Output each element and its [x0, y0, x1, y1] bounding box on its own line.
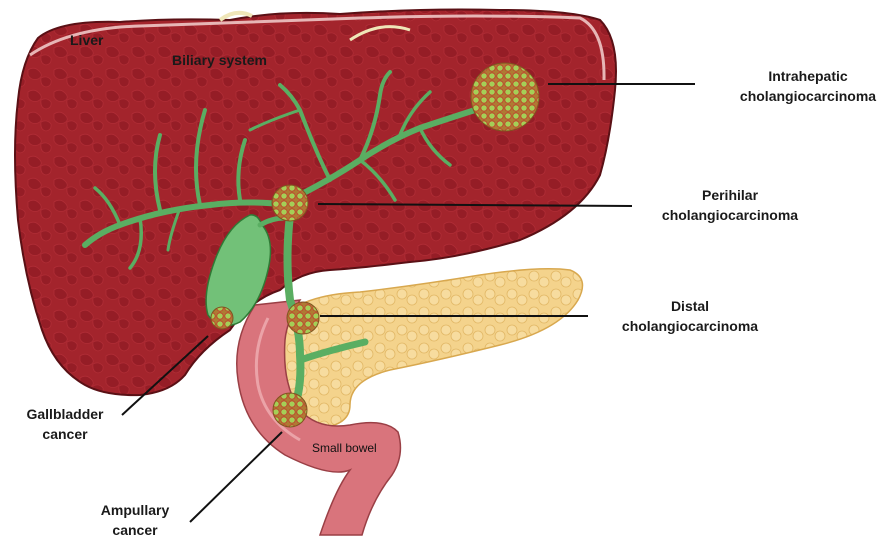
label-small-bowel: Small bowel — [312, 438, 377, 458]
label-distal: Distal cholangiocarcinoma — [610, 296, 770, 336]
tumor-gallbladder — [211, 307, 233, 329]
label-gallbladder: Gallbladder cancer — [10, 404, 120, 444]
label-intrahepatic-line1: Intrahepatic — [728, 66, 888, 86]
label-intrahepatic-line2: cholangiocarcinoma — [728, 86, 888, 106]
label-gallbladder-line2: cancer — [10, 424, 120, 444]
label-ampullary-line2: cancer — [80, 520, 190, 540]
label-distal-line2: cholangiocarcinoma — [610, 316, 770, 336]
label-intrahepatic: Intrahepatic cholangiocarcinoma — [728, 66, 888, 106]
label-perihilar-line1: Perihilar — [650, 185, 810, 205]
tumor-perihilar — [272, 185, 308, 221]
label-biliary-system: Biliary system — [172, 50, 267, 70]
label-ampullary: Ampullary cancer — [80, 500, 190, 540]
label-distal-line1: Distal — [610, 296, 770, 316]
label-perihilar: Perihilar cholangiocarcinoma — [650, 185, 810, 225]
tumor-ampullary — [273, 393, 307, 427]
label-perihilar-line2: cholangiocarcinoma — [650, 205, 810, 225]
label-ampullary-line1: Ampullary — [80, 500, 190, 520]
pancreas — [278, 269, 582, 428]
label-gallbladder-line1: Gallbladder — [10, 404, 120, 424]
tumor-intrahepatic — [471, 63, 539, 131]
label-liver: Liver — [70, 30, 103, 50]
tumor-distal — [287, 302, 319, 334]
